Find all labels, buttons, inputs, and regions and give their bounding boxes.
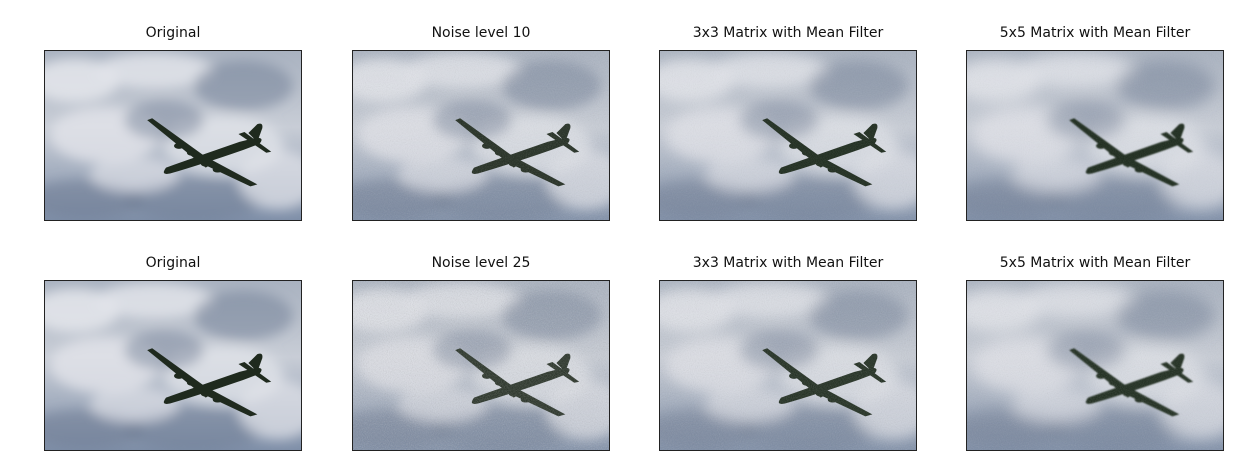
- panel-r2-c3: 3x3 Matrix with Mean Filter: [659, 255, 917, 451]
- airplane-image: [660, 51, 916, 220]
- panel-r1-c1: Original: [44, 25, 302, 221]
- airplane-image: [967, 51, 1223, 220]
- airplane-image: [353, 51, 609, 220]
- panel-title: 3x3 Matrix with Mean Filter: [692, 25, 884, 41]
- panel-title: Noise level 25: [431, 255, 531, 271]
- panel-r1-c2: Noise level 10: [352, 25, 610, 221]
- image-frame: [966, 280, 1224, 451]
- panel-r2-c4: 5x5 Matrix with Mean Filter: [966, 255, 1224, 451]
- image-frame: [659, 50, 917, 221]
- panel-r2-c2: Noise level 25: [352, 255, 610, 451]
- panel-title: Original: [145, 255, 201, 271]
- image-frame: [659, 280, 917, 451]
- panel-title: 3x3 Matrix with Mean Filter: [692, 255, 884, 271]
- panel-title: Noise level 10: [431, 25, 531, 41]
- panel-r1-c3: 3x3 Matrix with Mean Filter: [659, 25, 917, 221]
- panel-title: Original: [145, 25, 201, 41]
- image-frame: [966, 50, 1224, 221]
- image-frame: [44, 280, 302, 451]
- panel-title: 5x5 Matrix with Mean Filter: [999, 255, 1191, 271]
- airplane-image: [45, 51, 301, 220]
- airplane-image: [353, 281, 609, 450]
- image-frame: [352, 50, 610, 221]
- airplane-image: [45, 281, 301, 450]
- airplane-image: [660, 281, 916, 450]
- image-frame: [44, 50, 302, 221]
- panel-r1-c4: 5x5 Matrix with Mean Filter: [966, 25, 1224, 221]
- airplane-image: [967, 281, 1223, 450]
- image-frame: [352, 280, 610, 451]
- panel-title: 5x5 Matrix with Mean Filter: [999, 25, 1191, 41]
- panel-r2-c1: Original: [44, 255, 302, 451]
